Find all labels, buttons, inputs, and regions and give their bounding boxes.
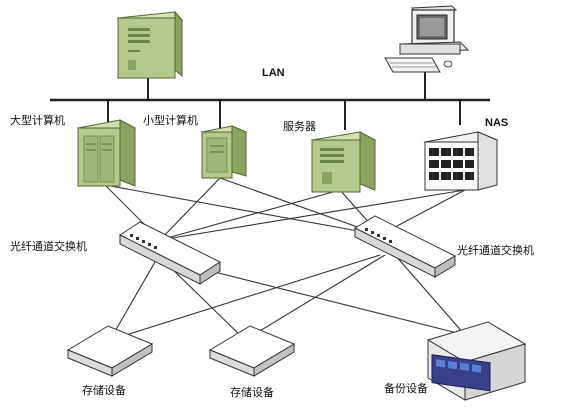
storage-device-2: 存储设备 — [208, 325, 296, 399]
storage-box-icon — [66, 325, 154, 377]
server-tower-icon — [310, 131, 377, 193]
mainframe-label: 大型计算机 — [10, 113, 65, 127]
storage-device-1-label: 存储设备 — [82, 383, 126, 397]
top-lan-server — [116, 10, 184, 79]
fc-switch-icon — [118, 221, 222, 285]
desktop-computer-icon — [384, 5, 470, 73]
lan-segment: LAN — [50, 67, 490, 130]
workstation — [384, 5, 470, 73]
server-tower-icon — [76, 119, 137, 187]
minicomputer: 小型计算机 — [143, 113, 248, 179]
fibre-links — [104, 177, 466, 341]
fc-switch-left: 光纤通道交换机 — [10, 221, 222, 285]
server-label: 服务器 — [283, 120, 316, 133]
fc-switch-right: 光纤通道交换机 — [353, 215, 534, 278]
nas-label: NAS — [485, 117, 508, 129]
fc-switch-icon — [353, 215, 457, 278]
server: 服务器 — [283, 120, 377, 193]
backup-device: 备份设备 — [384, 321, 527, 401]
mainframe: 大型计算机 — [10, 113, 137, 187]
tape-backup-icon — [426, 321, 527, 401]
storage-box-icon — [208, 325, 296, 377]
lan-label: LAN — [262, 67, 285, 79]
fc-switch-left-label: 光纤通道交换机 — [10, 239, 87, 253]
nas: NAS — [423, 117, 508, 191]
nas-icon — [423, 131, 499, 191]
backup-device-label: 备份设备 — [384, 381, 428, 395]
minicomputer-label: 小型计算机 — [143, 113, 198, 127]
storage-device-1: 存储设备 — [66, 325, 154, 397]
storage-device-2-label: 存储设备 — [230, 385, 274, 399]
fc-switch-right-label: 光纤通道交换机 — [457, 243, 534, 257]
server-tower-icon — [200, 125, 248, 179]
server-tower-icon — [116, 10, 184, 79]
